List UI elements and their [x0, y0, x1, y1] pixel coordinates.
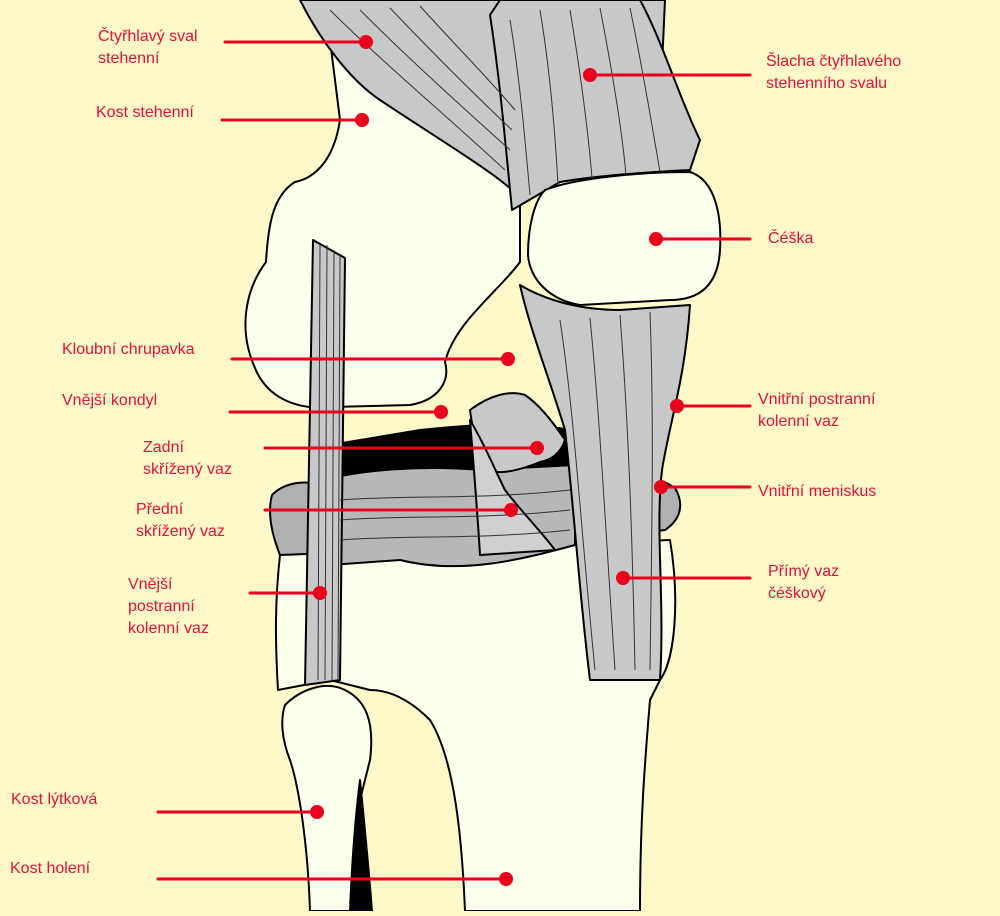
- label-quadriceps: Čtyřhlavý sval stehenní: [98, 28, 198, 67]
- label-lateral-condyle: Vnější kondyl: [62, 392, 158, 409]
- label-patella: Čéška: [768, 230, 814, 247]
- label-lcl: Vnější postranní kolenní vaz: [128, 576, 209, 637]
- label-quad-tendon: Šlacha čtyřhlavého stehenního svalu: [766, 53, 902, 92]
- label-medial-meniscus: Vnitřní meniskus: [758, 483, 877, 500]
- anterior-cruciate-ligament: [469, 419, 556, 556]
- label-fibula: Kost lýtková: [11, 791, 98, 808]
- label-femur: Kost stehenní: [96, 104, 194, 121]
- leader-dots: [310, 35, 684, 886]
- label-mcl: Vnitřní postranní kolenní vaz: [758, 391, 876, 430]
- patella-bone: [527, 171, 722, 306]
- label-tibia: Kost holení: [10, 860, 91, 877]
- leader-lines: [156, 40, 752, 881]
- label-patellar-ligament: Přímý vaz čéškový: [768, 563, 840, 602]
- label-acl: Přední skřížený vaz: [136, 501, 225, 540]
- label-cartilage: Kloubní chrupavka: [62, 341, 195, 358]
- tibia-bone: [274, 539, 677, 912]
- patellar-ligament: [519, 284, 691, 681]
- label-pcl: Zadní skřížený vaz: [143, 439, 232, 478]
